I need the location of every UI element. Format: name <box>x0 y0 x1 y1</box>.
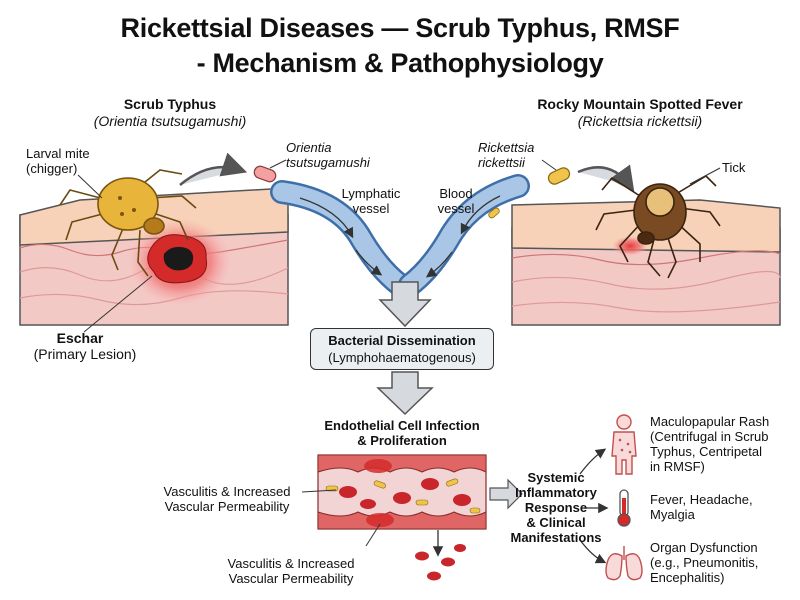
organ-line3: Encephalitis) <box>650 570 725 585</box>
systemic-line5: Manifestations <box>510 530 602 545</box>
rash-line2: (Centrifugal in Scrub <box>650 429 769 444</box>
rash-line1: Maculopapular Rash <box>650 414 770 429</box>
human-body-rash-icon <box>611 414 637 475</box>
dissemination-title: Bacterial Dissemination <box>328 333 476 348</box>
rmsf-organism: (Rickettsia rickettsii) <box>577 113 703 129</box>
vasculitis-lower-leader <box>365 523 381 547</box>
rickettsia-bacterium-icon <box>547 167 571 185</box>
mite-icon <box>59 169 197 277</box>
dissemination-to-endothelial-arrow <box>376 371 434 416</box>
vasculitis-upper-leader <box>301 489 337 493</box>
diagram-title-line1: Rickettsial Diseases — Scrub Typhus, RMS… <box>120 13 680 43</box>
vessel-to-dissemination-arrow <box>378 281 432 328</box>
systemic-line1: Systemic <box>527 470 585 485</box>
systemic-line3: Response <box>524 500 588 515</box>
vasculitis-upper-line2: Vascular Permeability <box>164 499 290 514</box>
lungs-icon <box>605 546 643 581</box>
rickettsia-label-line2: rickettsii <box>478 155 525 170</box>
endothelial-label-line1: Endothelial Cell Infection <box>324 418 480 433</box>
larval-mite-label: Larval mite (chigger) <box>26 146 90 176</box>
eschar-label: Eschar <box>56 330 104 346</box>
systemic-response-label: Systemic Inflammatory Response & Clinica… <box>508 470 604 545</box>
eschar-lesion <box>128 218 232 306</box>
systemic-line4: & Clinical <box>526 515 586 530</box>
lymphatic-vessel-label-line2: vessel <box>352 201 390 216</box>
vasculitis-upper-label: Vasculitis & Increased Vascular Permeabi… <box>152 484 302 514</box>
orientia-label: Orientia tsutsugamushi <box>286 140 370 170</box>
vasculitis-upper-line1: Vasculitis & Increased <box>163 484 291 499</box>
vasculitis-lower-line2: Vascular Permeability <box>228 571 354 586</box>
blood-vessel-label-line1: Blood <box>439 186 473 201</box>
systemic-to-organ-arrow <box>579 539 607 564</box>
systemic-line2: Inflammatory <box>515 485 597 500</box>
vasculitis-lower-line1: Vasculitis & Increased <box>227 556 355 571</box>
rash-line3: Typhus, Centripetal <box>650 444 763 459</box>
tick-label: Tick <box>722 160 746 175</box>
fever-line2: Myalgia <box>650 507 695 522</box>
organ-line1: Organ Dysfunction <box>650 540 758 555</box>
rickettsia-label: Rickettsia rickettsii <box>478 140 534 170</box>
endothelial-to-systemic-arrow <box>489 478 523 510</box>
fever-line1: Fever, Headache, <box>650 492 753 507</box>
endothelial-vessel-section <box>317 454 487 581</box>
scrub-typhus-heading: Scrub Typhus <box>123 96 217 112</box>
blood-vessel-label: Blood vessel <box>426 186 486 216</box>
rickettsia-label-line1: Rickettsia <box>478 140 535 155</box>
larval-mite-label-line1: Larval mite <box>26 146 90 161</box>
orientia-bacterium-icon <box>253 165 277 183</box>
dissemination-subtitle: (Lymphohaematogenous) <box>328 350 476 365</box>
blood-vessel-label-line2: vessel <box>437 201 475 216</box>
diagram-title-line2: - Mechanism & Pathophysiology <box>196 48 604 78</box>
rmsf-heading: Rocky Mountain Spotted Fever <box>537 96 743 112</box>
rash-manifestation: Maculopapular Rash (Centrifugal in Scrub… <box>650 414 769 474</box>
fever-manifestation: Fever, Headache, Myalgia <box>650 492 753 522</box>
orientia-label-line2: tsutsugamushi <box>286 155 370 170</box>
endothelial-label-line2: & Proliferation <box>357 433 447 448</box>
mite-to-bacterium-arrow <box>179 152 248 186</box>
organ-line2: (e.g., Pneumonitis, <box>650 555 759 570</box>
larval-mite-label-line2: (chigger) <box>26 161 78 176</box>
tick-icon <box>595 174 721 279</box>
scrub-typhus-organism: (Orientia tsutsugamushi) <box>93 113 247 129</box>
lymphatic-vessel <box>270 180 412 297</box>
vasculitis-lower-label: Vasculitis & Increased Vascular Permeabi… <box>216 556 366 586</box>
thermometer-icon <box>617 489 631 527</box>
lymphatic-vessel-label-line1: Lymphatic <box>341 186 401 201</box>
orientia-label-line1: Orientia <box>286 140 332 155</box>
endothelial-label: Endothelial Cell Infection & Proliferati… <box>300 418 504 448</box>
lymphatic-vessel-label: Lymphatic vessel <box>336 186 406 216</box>
organ-manifestation: Organ Dysfunction (e.g., Pneumonitis, En… <box>650 540 758 585</box>
blood-vessel <box>398 174 530 297</box>
rash-line4: in RMSF) <box>650 459 705 474</box>
primary-lesion-label: (Primary Lesion) <box>33 346 137 362</box>
dissemination-box: Bacterial Dissemination (Lymphohaematoge… <box>310 328 494 370</box>
systemic-to-rash-arrow <box>579 448 607 475</box>
